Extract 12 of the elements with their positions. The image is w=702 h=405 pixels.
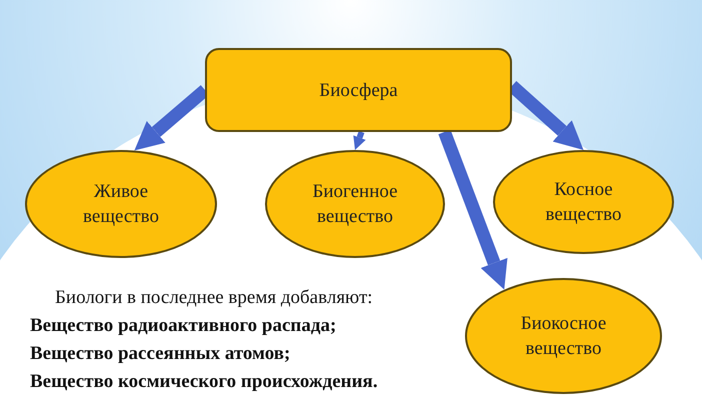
block-arrow (438, 130, 508, 290)
node-text: Живое вещество (82, 180, 160, 229)
node-text: Биосфера (319, 78, 398, 102)
note-line: Вещество рассеянных атомов; (30, 343, 290, 365)
note-line: Вещество космического происхождения. (30, 371, 378, 393)
node-text: Косное вещество (544, 178, 622, 227)
node-text: Биогенное вещество (311, 180, 399, 229)
note-line: Вещество радиоактивного распада; (30, 315, 336, 337)
biosphere-box (205, 48, 512, 132)
block-arrow (353, 130, 366, 150)
node-text: Биокосное вещество (520, 312, 608, 361)
note-heading: Биологи в последнее время добавляют: (55, 287, 373, 309)
